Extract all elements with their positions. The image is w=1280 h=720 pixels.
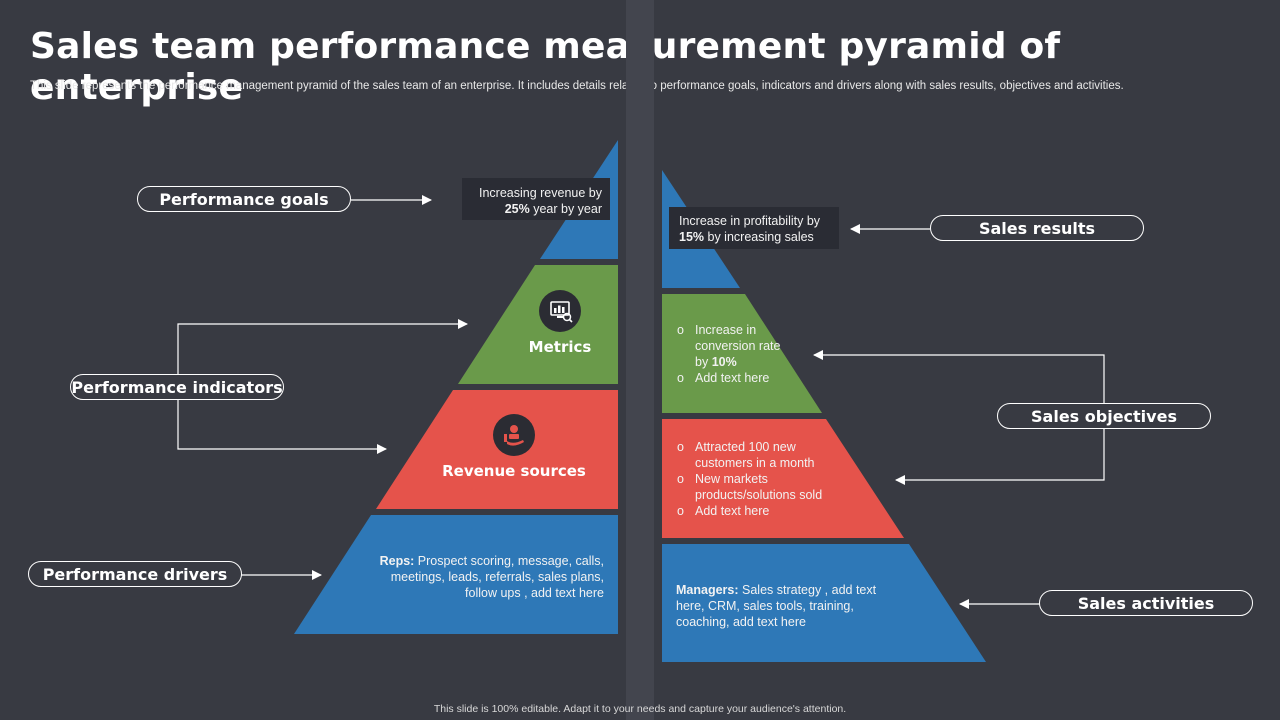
activities-text-bold: Managers: [676,583,739,597]
results-text: Increase in profitability by 15% by incr… [679,213,849,245]
results-text-box [669,207,839,249]
red-bullet-2: New markets products/solutions sold [677,471,852,503]
center-divider [626,0,654,720]
right-tier-activities [662,544,986,662]
red-bullets: Attracted 100 new customers in a month N… [677,439,852,519]
sales-results-label: Sales results [930,215,1144,241]
hand-money-icon-svg [504,425,524,446]
results-text-line1: Increase in profitability by [679,214,821,228]
sales-results-text: Sales results [978,218,1096,238]
performance-goals-text: Performance goals [159,189,329,209]
red-bullet-list: Attracted 100 new customers in a month N… [677,439,852,519]
left-tier-drivers [294,515,618,634]
activities-text-rest: Sales strategy , add text here, CRM, sal… [676,583,877,629]
drivers-text-bold: Reps: [379,554,415,568]
results-text-bold: 15% [679,230,705,244]
footer-note: This slide is 100% editable. Adapt it to… [433,703,847,715]
goal-text-line1: Increasing revenue by [479,186,602,200]
red-bullet-1: Attracted 100 new customers in a month [677,439,852,471]
red-bullet-3: Add text here [677,503,852,519]
goal-text: Increasing revenue by 25% year by year [440,185,602,217]
left-tier-metrics [458,265,618,384]
metrics-label: Metrics [528,338,592,356]
green-bullets: Increase in conversion rate by 10% Add t… [677,322,787,386]
goal-text-box [462,178,610,220]
sales-objectives-label: Sales objectives [997,403,1211,429]
analytics-monitor-icon-svg [550,301,573,323]
sales-activities-label: Sales activities [1039,590,1253,616]
left-tier-revenue [376,390,618,509]
objectives-connector [813,350,1105,403]
analytics-monitor-icon [539,290,581,332]
hand-money-icon [493,414,535,456]
performance-drivers-text: Performance drivers [42,564,228,584]
goal-text-bold: 25% [504,202,530,216]
green-bullet-1: Increase in conversion rate by 10% [677,322,787,370]
drivers-text: Reps: Prospect scoring, message, calls, … [360,553,604,601]
performance-indicators-text: Performance indicators [71,377,283,397]
green-bullet-1-text: Increase in conversion rate by [695,323,781,369]
revenue-sources-label: Revenue sources [442,462,586,480]
performance-drivers-label: Performance drivers [28,561,242,587]
indicators-connector-lower [177,400,387,454]
green-bullet-list: Increase in conversion rate by 10% Add t… [677,322,787,386]
objectives-connector-lower [895,429,1105,485]
results-text-rest: by increasing sales [704,230,814,244]
sales-objectives-text: Sales objectives [1031,406,1177,426]
performance-indicators-label: Performance indicators [70,374,284,400]
drivers-text-rest: Prospect scoring, message, calls, meetin… [390,554,604,600]
page-title: Sales team performance measurement pyram… [30,26,1061,108]
activities-text: Managers: Sales strategy , add text here… [676,582,906,630]
performance-goals-label: Performance goals [137,186,351,212]
page-subtitle: This slide represents the performance ma… [30,80,1124,92]
green-bullet-1-bold: 10% [711,355,737,369]
indicators-connector [177,319,468,374]
goal-text-rest: year by year [529,202,602,216]
sales-activities-text: Sales activities [1077,593,1215,613]
green-bullet-2: Add text here [677,370,787,386]
